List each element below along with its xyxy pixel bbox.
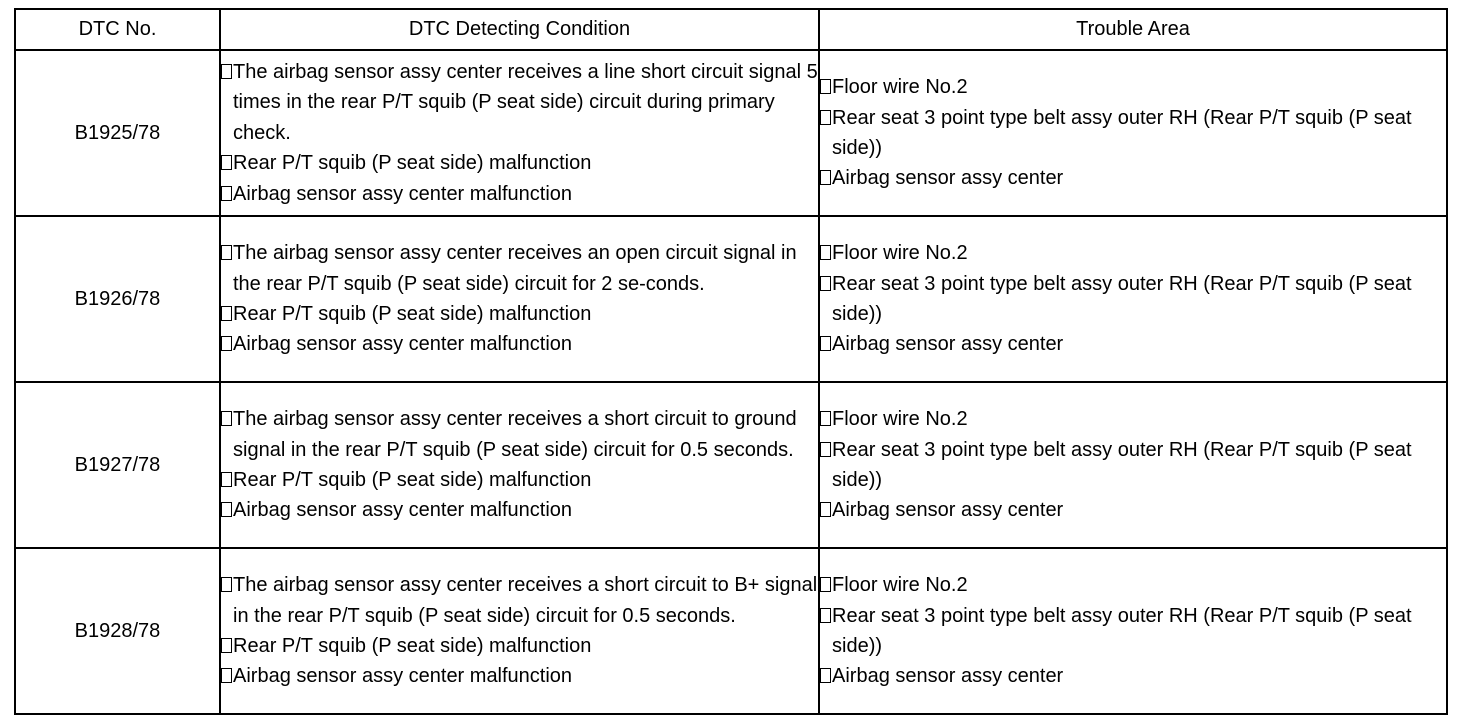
condition-item: Rear P/T squib (P seat side) malfunction	[221, 465, 818, 495]
header-trouble-area: Trouble Area	[818, 8, 1448, 51]
trouble-area-item: Airbag sensor assy center	[820, 661, 1446, 691]
checkbox-bullet-icon	[820, 607, 831, 623]
header-row: DTC No. DTC Detecting Condition Trouble …	[14, 8, 1448, 51]
trouble-area-item: Airbag sensor assy center	[820, 163, 1446, 193]
trouble-area-item: Rear seat 3 point type belt assy outer R…	[820, 103, 1446, 164]
checkbox-bullet-icon	[820, 275, 831, 291]
checkbox-bullet-icon	[221, 155, 232, 171]
trouble-area-item: Airbag sensor assy center	[820, 329, 1446, 359]
checkbox-bullet-icon	[820, 441, 831, 457]
dtc-code: B1927/78	[14, 381, 221, 549]
table-row: B1927/78 The airbag sensor assy center r…	[14, 381, 1448, 549]
checkbox-bullet-icon	[820, 411, 831, 427]
dtc-code: B1926/78	[14, 215, 221, 383]
dtc-code: B1925/78	[14, 49, 221, 217]
condition-item: The airbag sensor assy center receives a…	[221, 404, 818, 465]
checkbox-bullet-icon	[820, 79, 831, 95]
trouble-area-item: Floor wire No.2	[820, 238, 1446, 268]
table-row: B1926/78 The airbag sensor assy center r…	[14, 215, 1448, 383]
table-row: B1925/78 The airbag sensor assy center r…	[14, 49, 1448, 217]
trouble-area-item: Rear seat 3 point type belt assy outer R…	[820, 601, 1446, 662]
table-row: B1928/78 The airbag sensor assy center r…	[14, 547, 1448, 715]
condition-item: Airbag sensor assy center malfunction	[221, 661, 818, 691]
condition-item: The airbag sensor assy center receives a…	[221, 238, 818, 299]
checkbox-bullet-icon	[221, 472, 232, 487]
trouble-area-cell: Floor wire No.2 Rear seat 3 point type b…	[818, 215, 1448, 383]
detecting-condition-cell: The airbag sensor assy center receives a…	[219, 215, 820, 383]
condition-item: Airbag sensor assy center malfunction	[221, 329, 818, 359]
checkbox-bullet-icon	[820, 502, 831, 518]
trouble-area-cell: Floor wire No.2 Rear seat 3 point type b…	[818, 381, 1448, 549]
detecting-condition-cell: The airbag sensor assy center receives a…	[219, 381, 820, 549]
condition-item: The airbag sensor assy center receives a…	[221, 570, 818, 631]
detecting-condition-cell: The airbag sensor assy center receives a…	[219, 547, 820, 715]
trouble-area-item: Floor wire No.2	[820, 404, 1446, 434]
header-dtc-no: DTC No.	[14, 8, 221, 51]
checkbox-bullet-icon	[221, 306, 232, 321]
trouble-area-item: Airbag sensor assy center	[820, 495, 1446, 525]
checkbox-bullet-icon	[820, 170, 831, 186]
checkbox-bullet-icon	[221, 245, 232, 261]
checkbox-bullet-icon	[221, 336, 232, 352]
dtc-table: DTC No. DTC Detecting Condition Trouble …	[14, 8, 1448, 715]
checkbox-bullet-icon	[221, 411, 232, 427]
dtc-code: B1928/78	[14, 547, 221, 715]
trouble-area-cell: Floor wire No.2 Rear seat 3 point type b…	[818, 547, 1448, 715]
checkbox-bullet-icon	[221, 63, 232, 79]
condition-item: Rear P/T squib (P seat side) malfunction	[221, 631, 818, 661]
condition-item: Rear P/T squib (P seat side) malfunction	[221, 299, 818, 329]
checkbox-bullet-icon	[221, 668, 232, 684]
condition-item: The airbag sensor assy center receives a…	[221, 57, 818, 148]
checkbox-bullet-icon	[221, 577, 232, 593]
detecting-condition-cell: The airbag sensor assy center receives a…	[219, 49, 820, 217]
trouble-area-item: Rear seat 3 point type belt assy outer R…	[820, 435, 1446, 496]
trouble-area-item: Floor wire No.2	[820, 570, 1446, 600]
checkbox-bullet-icon	[221, 502, 232, 518]
condition-item: Rear P/T squib (P seat side) malfunction	[221, 148, 818, 178]
checkbox-bullet-icon	[221, 185, 232, 201]
checkbox-bullet-icon	[221, 638, 232, 653]
checkbox-bullet-icon	[820, 109, 831, 125]
trouble-area-item: Floor wire No.2	[820, 72, 1446, 102]
checkbox-bullet-icon	[820, 668, 831, 684]
condition-item: Airbag sensor assy center malfunction	[221, 179, 818, 209]
checkbox-bullet-icon	[820, 245, 831, 261]
checkbox-bullet-icon	[820, 336, 831, 352]
condition-item: Airbag sensor assy center malfunction	[221, 495, 818, 525]
trouble-area-cell: Floor wire No.2 Rear seat 3 point type b…	[818, 49, 1448, 217]
trouble-area-item: Rear seat 3 point type belt assy outer R…	[820, 269, 1446, 330]
checkbox-bullet-icon	[820, 577, 831, 593]
header-detecting-condition: DTC Detecting Condition	[219, 8, 820, 51]
